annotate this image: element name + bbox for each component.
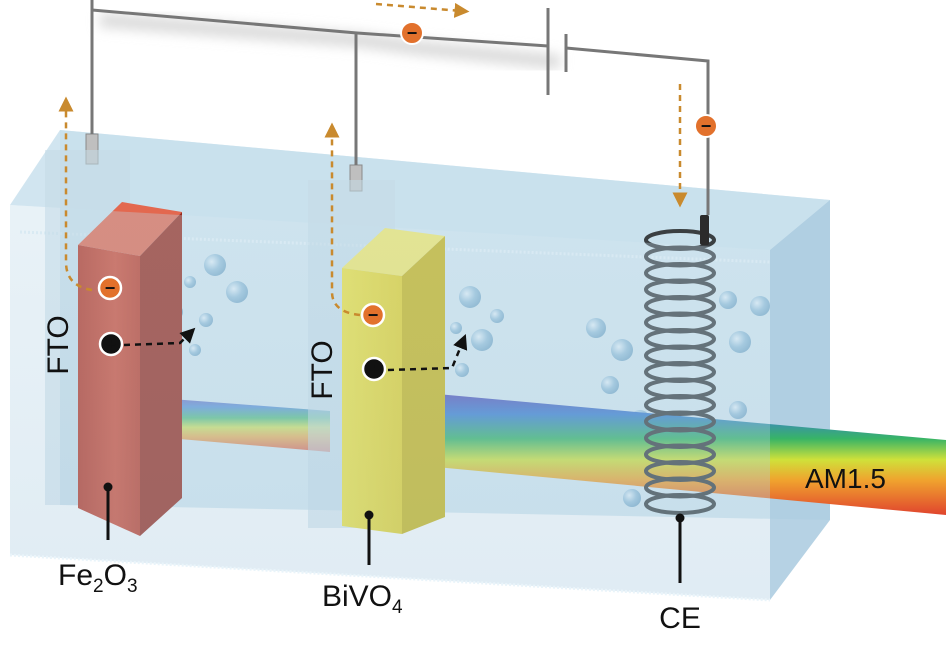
hole-transfer-arrows <box>123 327 468 372</box>
container-bottom-edge <box>9 553 771 602</box>
flow-arrow-fe2o3 <box>58 96 93 292</box>
container-front-wall <box>10 205 770 600</box>
electron-ce: − <box>694 114 718 138</box>
hole-markers: + + <box>98 331 387 382</box>
wire-right <box>565 46 710 215</box>
electron-flow-arrows <box>58 2 688 317</box>
svg-text:−: − <box>701 116 712 136</box>
leader-lines <box>106 487 682 583</box>
hole-fe2o3: + <box>98 331 124 357</box>
label-ce: CE <box>659 602 701 635</box>
flow-arrow-top <box>375 2 470 18</box>
wire-shadow <box>99 13 561 69</box>
hole-arrow-fe2o3 <box>123 327 196 347</box>
leader-dot-bivo4 <box>364 510 374 520</box>
leader-dot-fe2o3 <box>103 482 113 492</box>
external-circuit <box>90 0 710 215</box>
label-fto-left: FTO <box>42 315 75 374</box>
label-am15: AM1.5 <box>805 463 886 494</box>
svg-text:−: − <box>407 23 418 43</box>
coil-lead <box>700 215 709 245</box>
electron-markers: − − − − <box>97 21 718 328</box>
container-top-rim <box>10 130 830 250</box>
svg-text:+: + <box>106 335 116 354</box>
flow-arrow-bivo4 <box>324 122 361 317</box>
container-right-side <box>770 200 830 600</box>
label-fto-right: FTO <box>306 340 339 399</box>
label-fe2o3: Fe2O3 <box>58 559 138 597</box>
label-bivo4: BiVO4 <box>322 580 403 618</box>
svg-text:−: − <box>105 278 116 298</box>
electron-fe2o3: − <box>97 275 123 301</box>
svg-text:+: + <box>369 360 379 379</box>
hole-bivo4: + <box>361 356 387 382</box>
battery-icon <box>546 8 568 95</box>
svg-text:−: − <box>368 305 379 325</box>
electron-bivo4: − <box>360 302 386 328</box>
leader-dot-ce <box>675 513 685 523</box>
electron-top: − <box>400 21 424 45</box>
